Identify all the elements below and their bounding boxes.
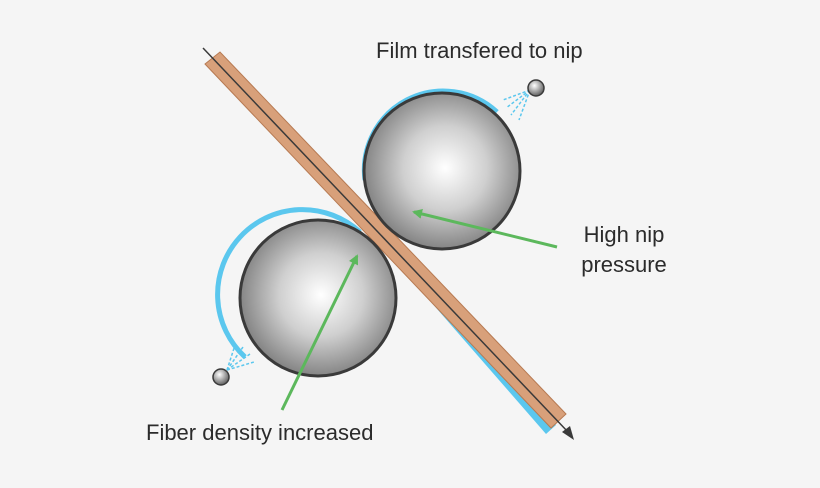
sprayer-icon	[527, 79, 545, 97]
fiber-density-label: Fiber density increased	[146, 420, 374, 445]
nip-pressure-pointer	[412, 209, 558, 249]
fiber-density-pointer	[280, 254, 359, 411]
high-nip-pressure-label: High nip pressure	[566, 220, 682, 280]
top-sprayer	[502, 79, 545, 121]
arrow-icon	[562, 426, 574, 440]
bottom-sprayer	[212, 341, 255, 386]
nip-pressure-line1: High nip	[583, 222, 665, 247]
nip-pressure-line2: pressure	[581, 252, 667, 277]
spray-lines	[502, 89, 531, 121]
top-roll	[361, 88, 522, 251]
web-direction-arrow	[202, 47, 574, 440]
film-transferred-label: Film transfered to nip	[376, 38, 583, 63]
sprayer-icon	[212, 368, 230, 386]
